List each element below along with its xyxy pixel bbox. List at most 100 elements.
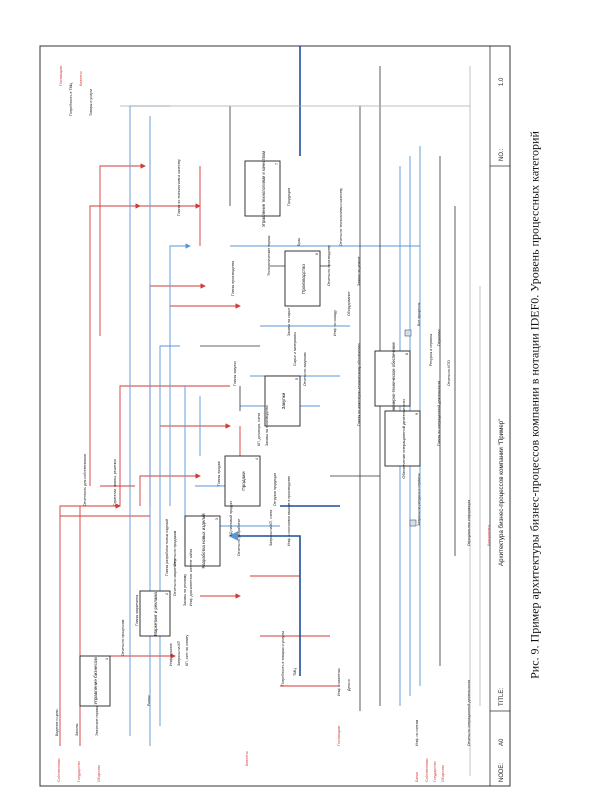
- label-new-product: КД на новый продукт: [229, 501, 233, 536]
- label-sales-plans: Планы продаж: [217, 461, 221, 486]
- label-reports-procs: Отчеты по процессам: [121, 619, 125, 656]
- label-shipment: Отгрузка продукции: [273, 473, 277, 506]
- box-4-name: Продажи: [241, 471, 246, 491]
- box-1-number: 1: [105, 658, 109, 660]
- label-materials: Сырье и материалы: [293, 332, 297, 366]
- label-reports-owners: Отчетность для собственников: [83, 454, 87, 506]
- label-equipment: Оборудование: [347, 292, 351, 316]
- label-dev-plans: Планы разработки новых изделий: [165, 519, 169, 576]
- node-label: NODE:: [499, 763, 505, 782]
- label-suppliers-bottom: Поставщики: [337, 726, 341, 746]
- box-4-number: 4: [255, 458, 259, 460]
- box-5-name: Закупки: [281, 392, 286, 409]
- label-reports-marketing: Отчеты по маркетингу: [173, 559, 177, 596]
- label-state: Государство: [77, 761, 81, 782]
- box-3-name: Разработка новых изделий: [201, 513, 206, 569]
- label-prod-plans: Планы производства: [231, 261, 235, 296]
- box-9-number: 9: [415, 413, 419, 415]
- label-clients-top: Клиенты: [79, 71, 83, 86]
- label-state-bottom: Государство: [433, 761, 437, 782]
- figure-caption: Рис. 9. Пример архитектуры бизнес-процес…: [515, 20, 555, 790]
- label-orders-raw: Заказы на сырье: [287, 308, 291, 336]
- label-money: Деньги: [347, 679, 351, 691]
- label-bank-info: Инф. по счетам: [415, 719, 419, 746]
- process-box-7[interactable]: Управление технологиями и качеством 7: [244, 151, 281, 227]
- label-needs-goods: Потребность в ТМЦ: [69, 82, 73, 116]
- process-box-4[interactable]: Продажи 4: [224, 455, 261, 507]
- label-kp: КП, договора, счета: [257, 413, 261, 446]
- label-dev-reports: Отчеты по разработке: [237, 519, 241, 556]
- label-ops-plans: Планы по операционной деятельности: [437, 381, 441, 446]
- label-work-orders: Заявки на ремонт: [357, 256, 361, 286]
- label-tech-norms: Технологические нормы: [267, 235, 271, 276]
- label-orders-prod: Заказы на производство: [265, 405, 269, 446]
- label-products: Продукция: [287, 188, 291, 206]
- label-engineering-plans: Планы по инженерно-техническому обеспече…: [357, 343, 361, 426]
- label-banks: Банки: [415, 772, 419, 782]
- label-client-info: Инф. о клиентах: [337, 668, 341, 696]
- label-customer-requests: Запросы на КП, счета: [269, 510, 273, 546]
- label-defect: Брак: [297, 238, 301, 246]
- box-6-name: Производство: [301, 264, 306, 294]
- label-tmc-needs: Потребность в товарах и услугах: [281, 631, 285, 686]
- label-tmc-info: Инф. по складу: [333, 310, 337, 336]
- box-3-number: 3: [215, 518, 219, 520]
- label-contractors: Контрагенты: [487, 524, 491, 546]
- label-quality-reports: Отчеты по технологиям и качеству: [339, 188, 343, 246]
- label-owners-bottom: Собственники: [425, 759, 429, 782]
- label-requests-kp: Запросы на КП: [177, 640, 181, 666]
- label-suppliers-top: Поставщики: [59, 66, 63, 86]
- tunnel-square: [404, 329, 412, 337]
- node-value: A0: [499, 738, 505, 746]
- title-label: TITLE:: [499, 688, 505, 706]
- label-market: Рынок: [147, 695, 151, 706]
- label-goods-services: Товары и услуги: [89, 89, 93, 116]
- box-1-name: Управление бизнесом: [93, 657, 98, 704]
- label-all-processes: Все процессы: [417, 302, 421, 326]
- no-label: NO.:: [499, 148, 505, 161]
- label-society-bottom: Общество: [441, 765, 445, 782]
- label-reports-ops: Отчеты по операционной деятельности: [467, 680, 471, 746]
- label-laws: Законы: [75, 723, 79, 736]
- label-owners-goals: Видение и цели: [55, 710, 59, 737]
- process-box-8[interactable]: Инженерно-техническое обеспечение 8: [374, 341, 411, 416]
- box-8-number: 8: [405, 353, 409, 355]
- box-5-number: 5: [295, 378, 299, 380]
- box-6-number: 6: [315, 253, 319, 255]
- process-box-6[interactable]: Производство 6: [284, 250, 321, 307]
- no-value: 1.0: [499, 77, 505, 86]
- title-value: Архитектура бизнес-процессов компании "П…: [498, 419, 505, 566]
- label-stock-info: Инф. о состоянии заказов в производстве: [287, 476, 291, 546]
- box-2-name: Маркетинг и реклама: [153, 592, 158, 636]
- process-box-9[interactable]: Обеспечение операционной деятельности 9: [384, 399, 421, 479]
- process-box-1[interactable]: Управление бизнесом 1: [79, 655, 111, 707]
- tunnel-square: [409, 519, 417, 527]
- box-7-number: 7: [275, 163, 279, 165]
- label-society: Общество: [97, 765, 101, 782]
- label-official-info: Официальная информация: [467, 500, 471, 546]
- caption-text: Рис. 9. Пример архитектуры бизнес-процес…: [527, 131, 542, 679]
- label-reports-purchase: Отчеты по закупкам: [303, 352, 307, 386]
- box-7-name: Управление технологиями и качеством: [261, 151, 266, 227]
- label-kp-invoices: КП, счет на оплату: [185, 635, 189, 666]
- label-site-content: Инф. для клиентов: контент сайта: [189, 549, 193, 606]
- label-reports-eng: Отчеты по ИТО: [447, 360, 451, 386]
- box-8-name: Инженерно-техническое обеспечение: [391, 341, 396, 415]
- label-owners: Собственники: [57, 759, 61, 782]
- label-marketing-plans: Планы маркетинга: [135, 595, 139, 626]
- label-tmc: ТМЦ: [293, 668, 297, 676]
- label-resources: Ресурсы и сервисы: [429, 333, 433, 366]
- label-plans: Стратегии, планы, решения: [113, 459, 117, 506]
- label-ots-reports: Отчеты по продажам: [173, 530, 177, 566]
- label-reports-prod: Отчеты по производству: [327, 245, 331, 286]
- process-box-3[interactable]: Разработка новых изделий 3: [184, 513, 221, 569]
- label-production-plans: Планы по технологиям и качеству: [177, 159, 181, 216]
- label-resource-requests: Запросы на ресурсы и сервисы: [417, 473, 421, 526]
- label-ads: Заказы на рекламу: [183, 574, 187, 606]
- process-box-5[interactable]: Закупки 5: [264, 375, 301, 427]
- box-2-number: 2: [165, 593, 169, 595]
- label-clients-bottom: Клиенты: [245, 751, 249, 766]
- label-market-info: Инф. о рынке: [169, 643, 173, 666]
- process-box-2[interactable]: Маркетинг и реклама 2: [139, 590, 171, 637]
